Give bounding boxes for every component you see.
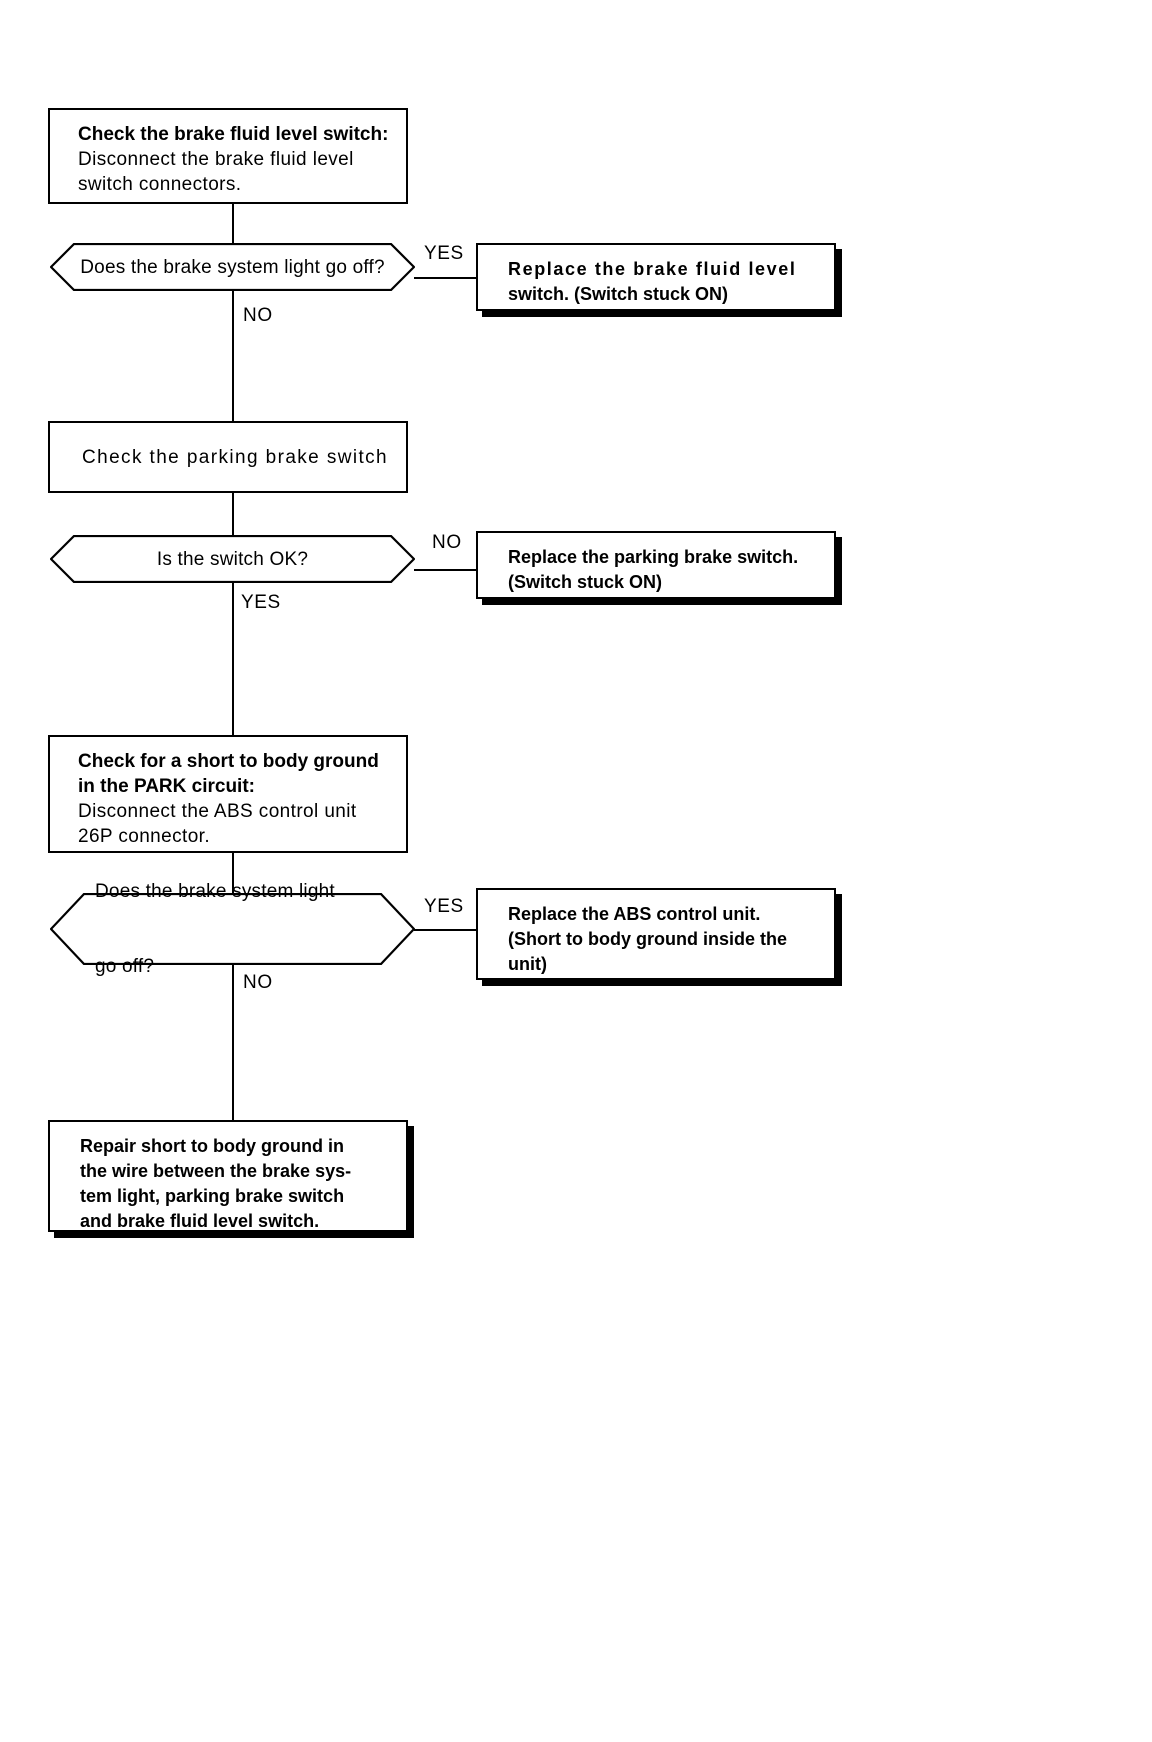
connector-decision3-yes [414, 929, 476, 931]
result-line: switch. (Switch stuck ON) [508, 284, 729, 304]
process-line: 26P connector. [78, 826, 211, 847]
branch-label-no-3: NO [243, 972, 273, 993]
result-line: Replace the parking brake switch. [508, 547, 799, 567]
connector-step1-to-decision1 [232, 204, 234, 244]
process-box-check-brake-fluid-level-switch: Check the brake fluid level switch: Disc… [48, 108, 408, 204]
decision-label: Does the brake system light go off? [80, 256, 385, 278]
hexagon-outline-icon [50, 893, 415, 965]
process-line: Disconnect the ABS control unit [78, 801, 357, 822]
result-line: (Switch stuck ON) [508, 572, 663, 592]
result-line: Replace the brake fluid level [508, 259, 797, 279]
decision-label: Is the switch OK? [156, 548, 309, 570]
process-line: Check for a short to body ground [78, 751, 379, 772]
result-box-replace-brake-fluid-level-switch: Replace the brake fluid level switch. (S… [476, 243, 836, 311]
process-line: Check the brake fluid level switch: [78, 124, 389, 145]
branch-label-no-1: NO [243, 305, 273, 326]
branch-label-yes-2: YES [241, 592, 281, 613]
result-line: and brake fluid level switch. [80, 1211, 320, 1231]
process-line: Disconnect the brake fluid level [78, 149, 354, 170]
decision-label-block: Does the brake system light go off? [50, 829, 335, 1029]
hexagon-outline-icon [50, 243, 415, 291]
hexagon-outline-icon [50, 535, 415, 583]
process-line: in the PARK circuit: [78, 776, 255, 797]
branch-label-no-2: NO [432, 532, 462, 553]
result-line: the wire between the brake sys- [80, 1161, 352, 1181]
result-line: unit) [508, 954, 547, 974]
connector-step2-to-decision2 [232, 493, 234, 535]
result-line: Repair short to body ground in [80, 1136, 344, 1156]
result-box-repair-short-to-body-ground: Repair short to body ground in the wire … [48, 1120, 408, 1232]
result-line: tem light, parking brake switch [80, 1186, 345, 1206]
branch-label-yes-1: YES [424, 243, 464, 264]
process-box-check-short-to-body-ground: Check for a short to body ground in the … [48, 735, 408, 853]
result-line: (Short to body ground inside the [508, 929, 787, 949]
decision-label-line1: Does the brake system light [95, 881, 335, 902]
decision-does-brake-system-light-go-off-2: Does the brake system light go off? [50, 881, 415, 977]
process-line: Check the parking brake switch [82, 446, 389, 468]
process-box-check-parking-brake-switch: Check the parking brake switch [48, 421, 408, 493]
connector-decision2-no [414, 569, 476, 571]
connector-step3-to-decision3 [232, 853, 234, 895]
process-line: switch connectors. [78, 174, 242, 195]
connector-decision3-no [232, 965, 234, 1120]
result-box-replace-abs-control-unit: Replace the ABS control unit. (Short to … [476, 888, 836, 980]
connector-decision2-yes [232, 583, 234, 735]
decision-is-the-switch-ok: Is the switch OK? [50, 535, 415, 583]
connector-decision1-yes [414, 277, 476, 279]
result-line: Replace the ABS control unit. [508, 904, 761, 924]
decision-label-line2: go off? [95, 956, 155, 977]
decision-does-brake-system-light-go-off-1: Does the brake system light go off? [50, 243, 415, 291]
result-box-replace-parking-brake-switch: Replace the parking brake switch. (Switc… [476, 531, 836, 599]
connector-decision1-no [232, 291, 234, 421]
branch-label-yes-3: YES [424, 896, 464, 917]
